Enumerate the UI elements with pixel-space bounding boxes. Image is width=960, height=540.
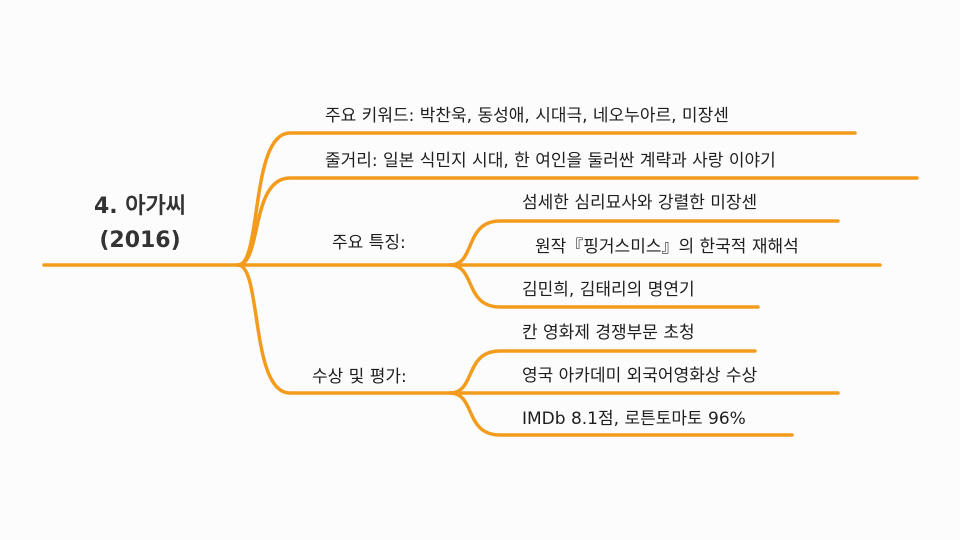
award-item-2: 영국 아카데미 외국어영화상 수상	[522, 366, 758, 386]
feature-1-line	[448, 219, 840, 267]
award-1-line	[448, 349, 757, 395]
feature-3-line	[448, 263, 760, 309]
branch-awards-label: 수상 및 평가:	[312, 367, 407, 387]
award-item-3: IMDb 8.1점, 로튼토마토 96%	[522, 409, 746, 429]
feature-item-2: 원작『핑거스미스』의 한국적 재해석	[535, 237, 799, 257]
branch-keywords: 주요 키워드: 박찬욱, 동성애, 시대극, 네오누아르, 미장센	[325, 106, 729, 126]
branch-synopsis-line	[236, 176, 919, 267]
root-title: 4. 아가씨	[93, 194, 187, 219]
award-3-line	[448, 391, 794, 437]
root-node: 4. 아가씨 (2016)	[60, 190, 220, 258]
branch-synopsis: 줄거리: 일본 식민지 시대, 한 여인을 둘러싼 계략과 사랑 이야기	[325, 151, 776, 171]
award-item-1: 칸 영화제 경쟁부문 초청	[522, 323, 695, 343]
feature-item-3: 김민희, 김태리의 명연기	[522, 280, 695, 300]
root-year: (2016)	[99, 228, 181, 253]
branch-features-label: 주요 특징:	[332, 233, 406, 253]
branch-awards-line	[236, 263, 452, 395]
feature-item-1: 섬세한 심리묘사와 강렬한 미장센	[522, 193, 758, 213]
